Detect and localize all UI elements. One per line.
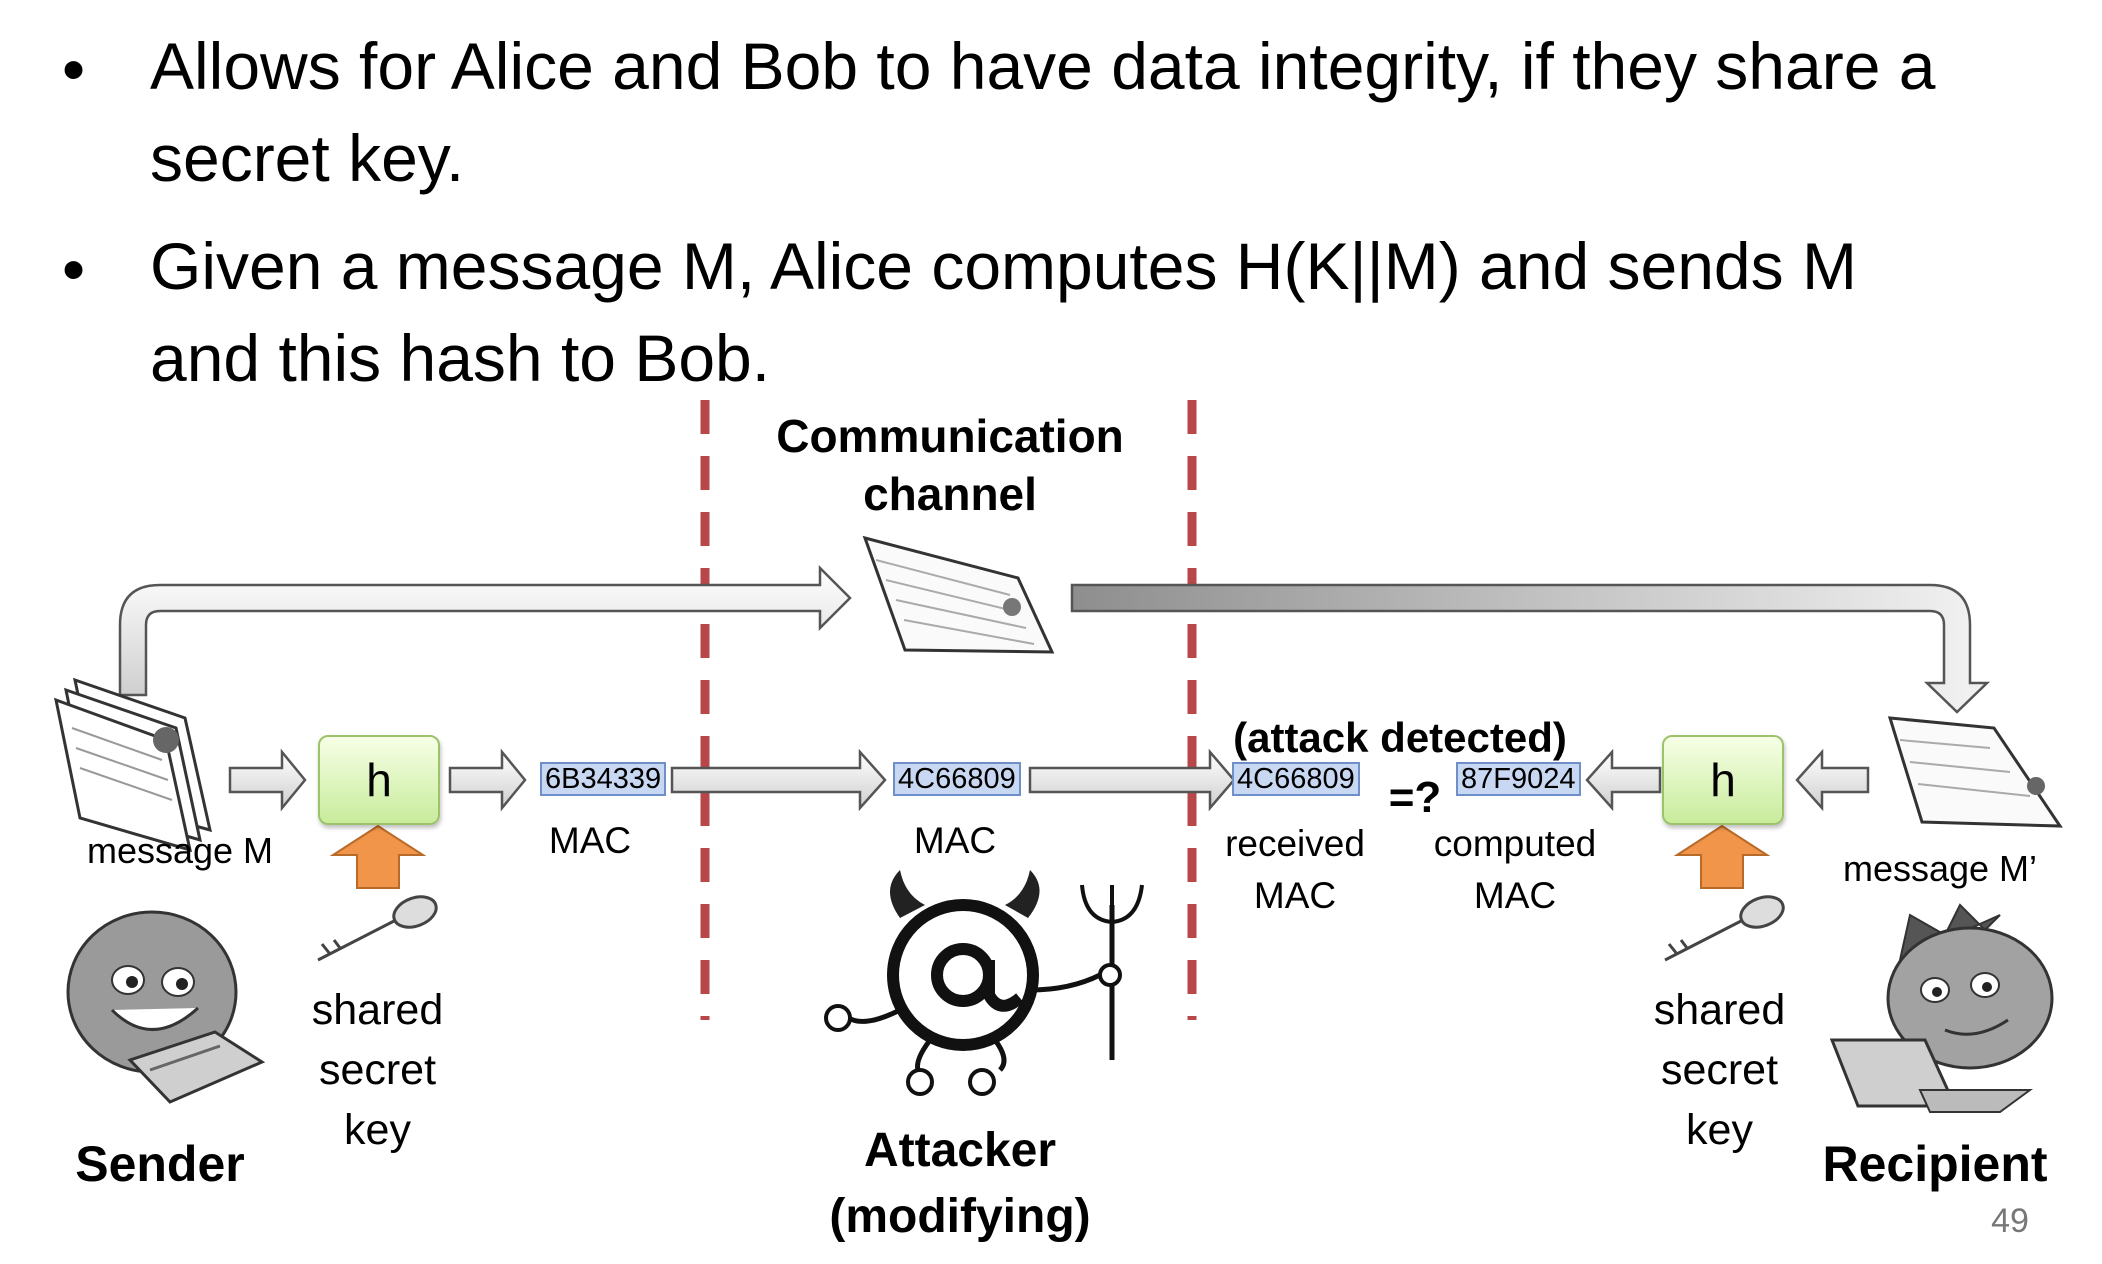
recipient-key-label-1: shared bbox=[1653, 986, 1786, 1034]
sender-role-label: Sender bbox=[75, 1136, 245, 1192]
arrow-doc-to-h-recipient bbox=[1795, 748, 1870, 812]
recipient-key-label-3: key bbox=[1686, 1106, 1753, 1154]
sender-key-label-1: shared bbox=[311, 986, 444, 1034]
attacker-role-line-1: Attacker bbox=[863, 1124, 1057, 1177]
recipient-hash-box: h bbox=[1662, 735, 1784, 825]
channel-label-line-2: channel bbox=[863, 467, 1037, 520]
sender-document-stack-icon bbox=[53, 677, 213, 853]
bullet-1-text: Allows for Alice and Bob to have data in… bbox=[150, 20, 2050, 204]
received-mac-label: received MAC bbox=[1200, 818, 1390, 922]
key-arrow-sender bbox=[329, 824, 427, 889]
channel-label: Communication channel bbox=[740, 408, 1160, 523]
received-mac-label-2: MAC bbox=[1253, 875, 1337, 916]
recipient-message-label: message M’ bbox=[1842, 848, 2038, 889]
bullet-2-text: Given a message M, Alice computes H(K||M… bbox=[150, 220, 2050, 404]
recipient-document-icon bbox=[1887, 716, 2063, 828]
key-arrow-recipient bbox=[1673, 824, 1771, 889]
computed-mac-label-2: MAC bbox=[1473, 875, 1557, 916]
channel-document-icon bbox=[862, 535, 1055, 654]
recipient-key-label-2: secret bbox=[1660, 1046, 1779, 1094]
page-number: 49 bbox=[1991, 1202, 2029, 1240]
attacker-role-label: Attacker (modifying) bbox=[760, 1118, 1160, 1250]
sender-avatar-icon bbox=[66, 910, 266, 1104]
channel-label-line-1: Communication bbox=[776, 410, 1124, 462]
arrow-h-to-computed bbox=[1585, 748, 1662, 812]
computed-mac-label: computed MAC bbox=[1410, 818, 1620, 922]
recipient-key-label: shared secret key bbox=[1632, 980, 1807, 1160]
arrow-mac-to-attacker bbox=[670, 748, 887, 812]
sender-hash-box: h bbox=[318, 735, 440, 825]
computed-mac-value: 87F9024 bbox=[1456, 762, 1581, 796]
attacker-role-line-2: (modifying) bbox=[829, 1190, 1091, 1243]
bullet-1-line-2: secret key. bbox=[150, 121, 465, 195]
bullet-1-line-1: Allows for Alice and Bob to have data in… bbox=[150, 29, 1936, 103]
message-down-arrow bbox=[1070, 583, 1991, 714]
arrow-attacker-to-recipient bbox=[1028, 748, 1236, 812]
received-mac-value: 4C66809 bbox=[1232, 762, 1360, 796]
sender-message-label: message M bbox=[86, 830, 274, 871]
sent-mac-value: 6B34339 bbox=[540, 762, 667, 796]
attacker-mac-value: 4C66809 bbox=[893, 762, 1021, 796]
sent-mac-label: MAC bbox=[548, 820, 632, 861]
recipient-key-icon bbox=[1664, 895, 1785, 962]
received-mac-label-1: received bbox=[1225, 823, 1365, 864]
bullet-2-line-2: and this hash to Bob. bbox=[150, 321, 771, 395]
attacker-icon bbox=[824, 870, 1144, 1096]
compare-symbol: =? bbox=[1388, 773, 1442, 822]
recipient-role-label: Recipient bbox=[1822, 1136, 2048, 1192]
attacker-mac-label: MAC bbox=[913, 820, 997, 861]
sender-key-label-2: secret bbox=[318, 1046, 437, 1094]
sender-key-icon bbox=[317, 895, 438, 962]
arrow-h-to-mac bbox=[448, 748, 527, 812]
message-up-arrow bbox=[118, 564, 852, 697]
bullet-2-line-1: Given a message M, Alice computes H(K||M… bbox=[150, 229, 1857, 303]
recipient-avatar-icon bbox=[1829, 903, 2054, 1113]
sender-key-label: shared secret key bbox=[290, 980, 465, 1160]
attack-detected-label: (attack detected) bbox=[1233, 714, 1567, 761]
bullet-1-marker: • bbox=[62, 32, 86, 106]
sender-key-label-3: key bbox=[344, 1106, 411, 1154]
arrow-doc-to-h bbox=[228, 748, 307, 812]
computed-mac-label-1: computed bbox=[1433, 823, 1597, 864]
bullet-2-marker: • bbox=[62, 232, 86, 306]
